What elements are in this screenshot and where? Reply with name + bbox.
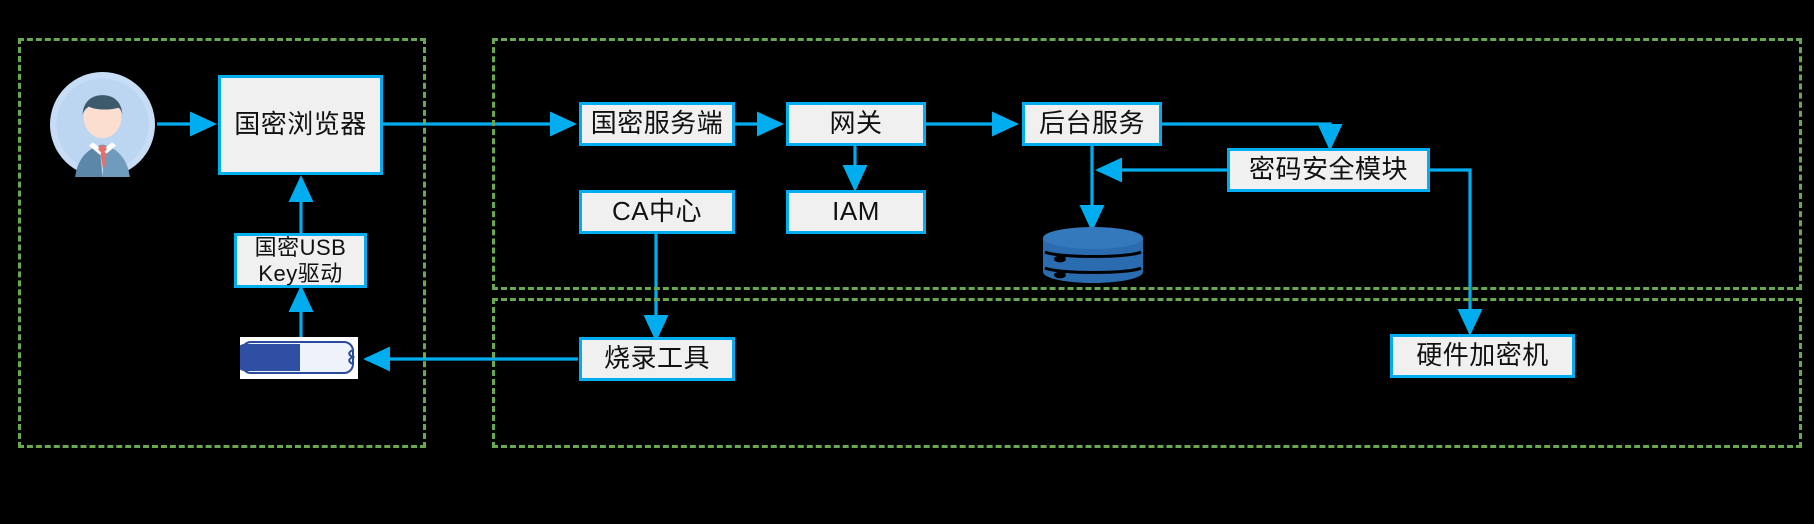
node-ca-center[interactable]: CA中心 [579,190,735,234]
node-browser[interactable]: 国密浏览器 [218,75,383,175]
edge-backend-to-crypto [1162,122,1343,151]
server-upper-zone [492,38,1802,290]
node-backend[interactable]: 后台服务 [1022,102,1162,146]
usb-key-icon [238,337,358,379]
usbkey-driver-line2: Key驱动 [258,260,343,286]
node-iam[interactable]: IAM [786,190,926,234]
database-icon [1042,226,1144,284]
node-usbkey-driver[interactable]: 国密USB Key驱动 [234,233,367,288]
usbkey-driver-line1: 国密USB [254,235,347,261]
user-avatar-icon [50,72,155,177]
node-hsm[interactable]: 硬件加密机 [1390,334,1575,378]
edge-crypto-to-hsm [1430,168,1483,336]
node-gm-server[interactable]: 国密服务端 [579,102,735,146]
client-zone [18,38,426,448]
server-lower-zone [492,298,1802,448]
node-crypto-module[interactable]: 密码安全模块 [1227,148,1430,192]
node-burn-tool[interactable]: 烧录工具 [579,337,735,381]
node-gateway[interactable]: 网关 [786,102,926,146]
